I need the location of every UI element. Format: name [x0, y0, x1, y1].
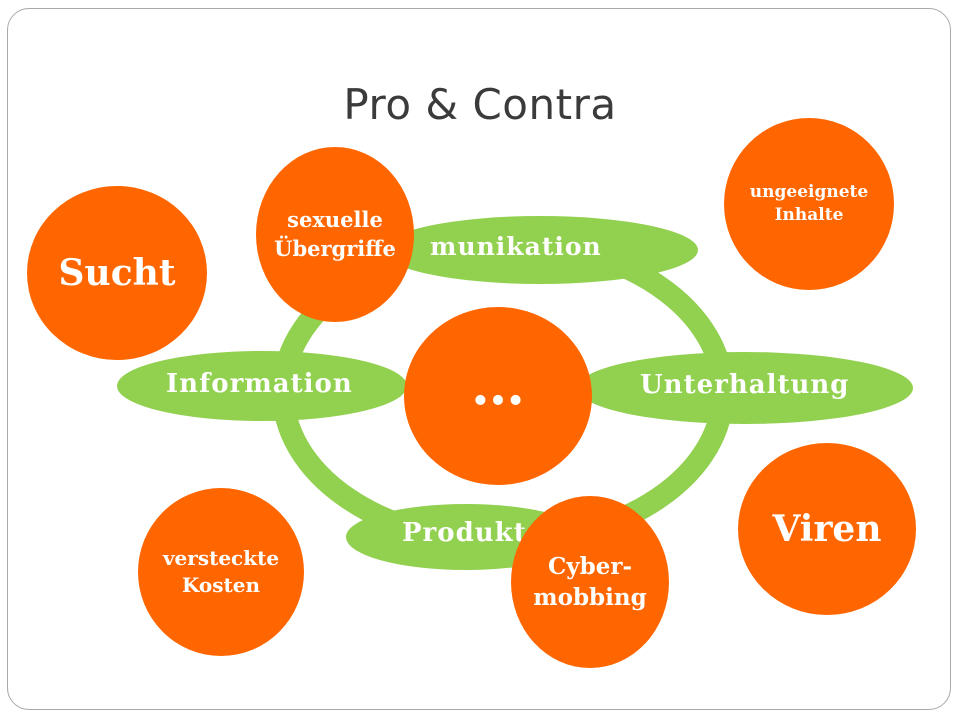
- label-kommunikation: munikation: [430, 232, 602, 261]
- slide-frame: [7, 8, 951, 710]
- circle-versteckte-label: versteckte Kosten: [162, 546, 280, 597]
- ellipse-left: [117, 351, 407, 421]
- circle-viren-label: Viren: [772, 507, 882, 550]
- circle-ungeeignete-label: ungeeignete Inhalte: [749, 182, 869, 225]
- center-ellipsis: …: [471, 352, 525, 417]
- label-unterhaltung: Unterhaltung: [640, 370, 850, 400]
- circle-cyber-mobbing: Cyber- mobbing: [511, 496, 669, 668]
- circle-viren: Viren: [738, 443, 916, 615]
- ellipse-top: [382, 216, 698, 284]
- ellipse-right: [577, 352, 913, 424]
- slide-title: Pro & Contra: [343, 80, 617, 129]
- circle-sexuelle-uebergriffe: sexuelle Übergriffe: [256, 147, 414, 322]
- circle-sexuelle-label: sexuelle Übergriffe: [274, 207, 396, 261]
- center-circle: …: [404, 307, 592, 485]
- circle-ungeeignete-inhalte: ungeeignete Inhalte: [724, 118, 894, 290]
- circle-cyber-label: Cyber- mobbing: [533, 552, 647, 611]
- label-information: Information: [166, 369, 353, 399]
- label-produkt: Produkt: [402, 518, 527, 548]
- circle-sucht-label: Sucht: [58, 251, 176, 294]
- circle-sucht: Sucht: [27, 186, 207, 360]
- circle-versteckte-kosten: versteckte Kosten: [138, 488, 304, 656]
